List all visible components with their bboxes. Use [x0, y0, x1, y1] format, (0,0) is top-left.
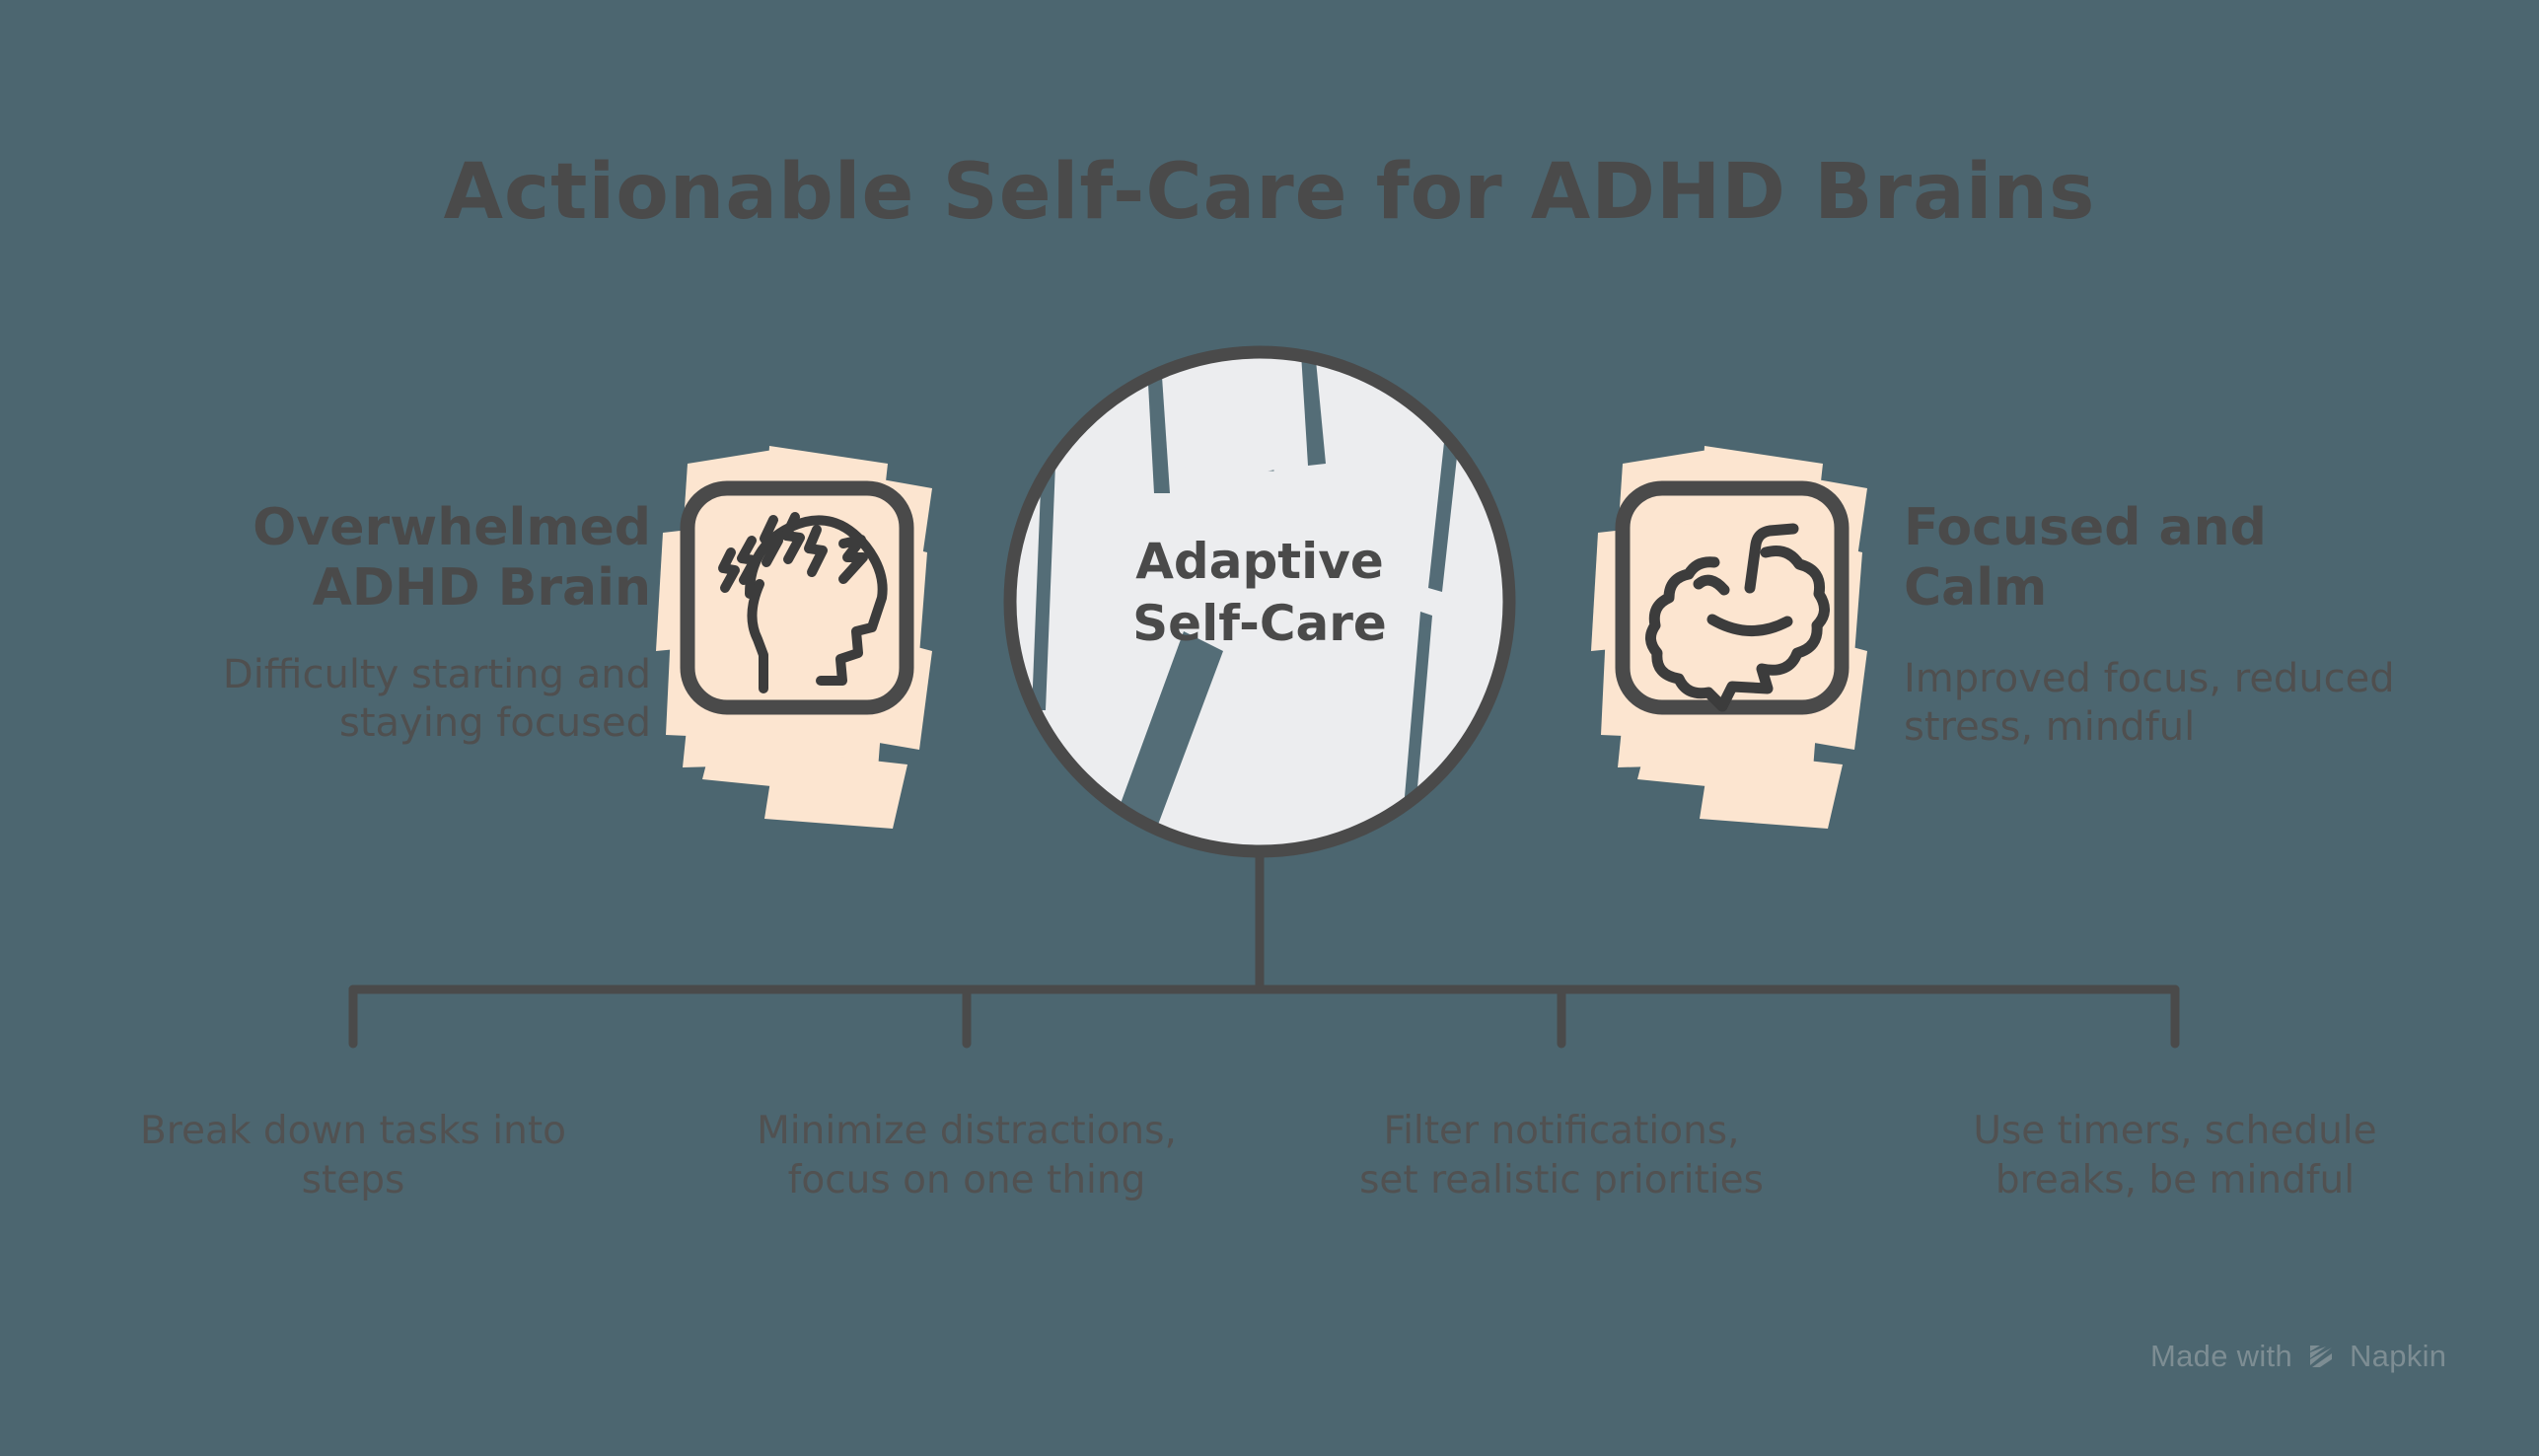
page-title: Actionable Self-Care for ADHD Brains	[443, 148, 2096, 237]
brain-icon	[1645, 523, 1830, 712]
left-heading-line1: Overwhelmed	[253, 498, 651, 557]
right-text-block: Focused and Calm Improved focus, reduced…	[1904, 498, 2417, 751]
center-label: Adaptive Self-Care	[1023, 531, 1496, 655]
center-circle-outline	[1003, 345, 1516, 858]
left-icon-tile	[656, 446, 932, 829]
left-heading-line2: ADHD Brain	[312, 558, 651, 619]
branch-label-3: Use timers, schedule breaks, be mindful	[1919, 1107, 2431, 1205]
right-heading: Focused and Calm	[1904, 498, 2417, 619]
branch-1-line1: Minimize distractions,	[757, 1109, 1177, 1153]
left-icon-frame	[680, 480, 914, 715]
branch-label-2: Filter notifications, set realistic prio…	[1305, 1107, 1818, 1205]
branch-2-line1: Filter notifications,	[1383, 1109, 1740, 1153]
right-heading-line2: Calm	[1904, 558, 2048, 619]
right-icon-frame	[1615, 480, 1850, 715]
branch-0-line2: steps	[301, 1157, 405, 1202]
watermark-brand: Napkin	[2350, 1339, 2447, 1373]
branch-1-line2: focus on one thing	[787, 1157, 1146, 1202]
watermark-prefix: Made with	[2150, 1339, 2292, 1373]
center-label-line2: Self-Care	[1132, 595, 1387, 652]
right-description: Improved focus, reduced stress, mindful	[1904, 655, 2395, 750]
right-icon-tile	[1591, 446, 1867, 829]
center-label-line1: Adaptive	[1135, 533, 1384, 590]
left-description: Difficulty starting and staying focused	[222, 651, 651, 746]
left-heading: Overwhelmed ADHD Brain	[99, 498, 651, 619]
stressed-head-icon	[718, 512, 888, 693]
branch-label-0: Break down tasks into steps	[97, 1107, 610, 1205]
branch-0-line1: Break down tasks into	[140, 1109, 566, 1153]
left-text-block: Overwhelmed ADHD Brain Difficulty starti…	[99, 498, 651, 747]
branch-label-1: Minimize distractions, focus on one thin…	[710, 1107, 1223, 1205]
napkin-watermark[interactable]: Made with Napkin	[2150, 1339, 2446, 1374]
branch-3-line2: breaks, be mindful	[1995, 1157, 2356, 1202]
right-heading-line1: Focused and	[1904, 498, 2267, 557]
branch-3-line1: Use timers, schedule	[1973, 1109, 2377, 1153]
napkin-logo-icon	[2310, 1346, 2332, 1367]
branch-2-line2: set realistic priorities	[1359, 1157, 1764, 1202]
